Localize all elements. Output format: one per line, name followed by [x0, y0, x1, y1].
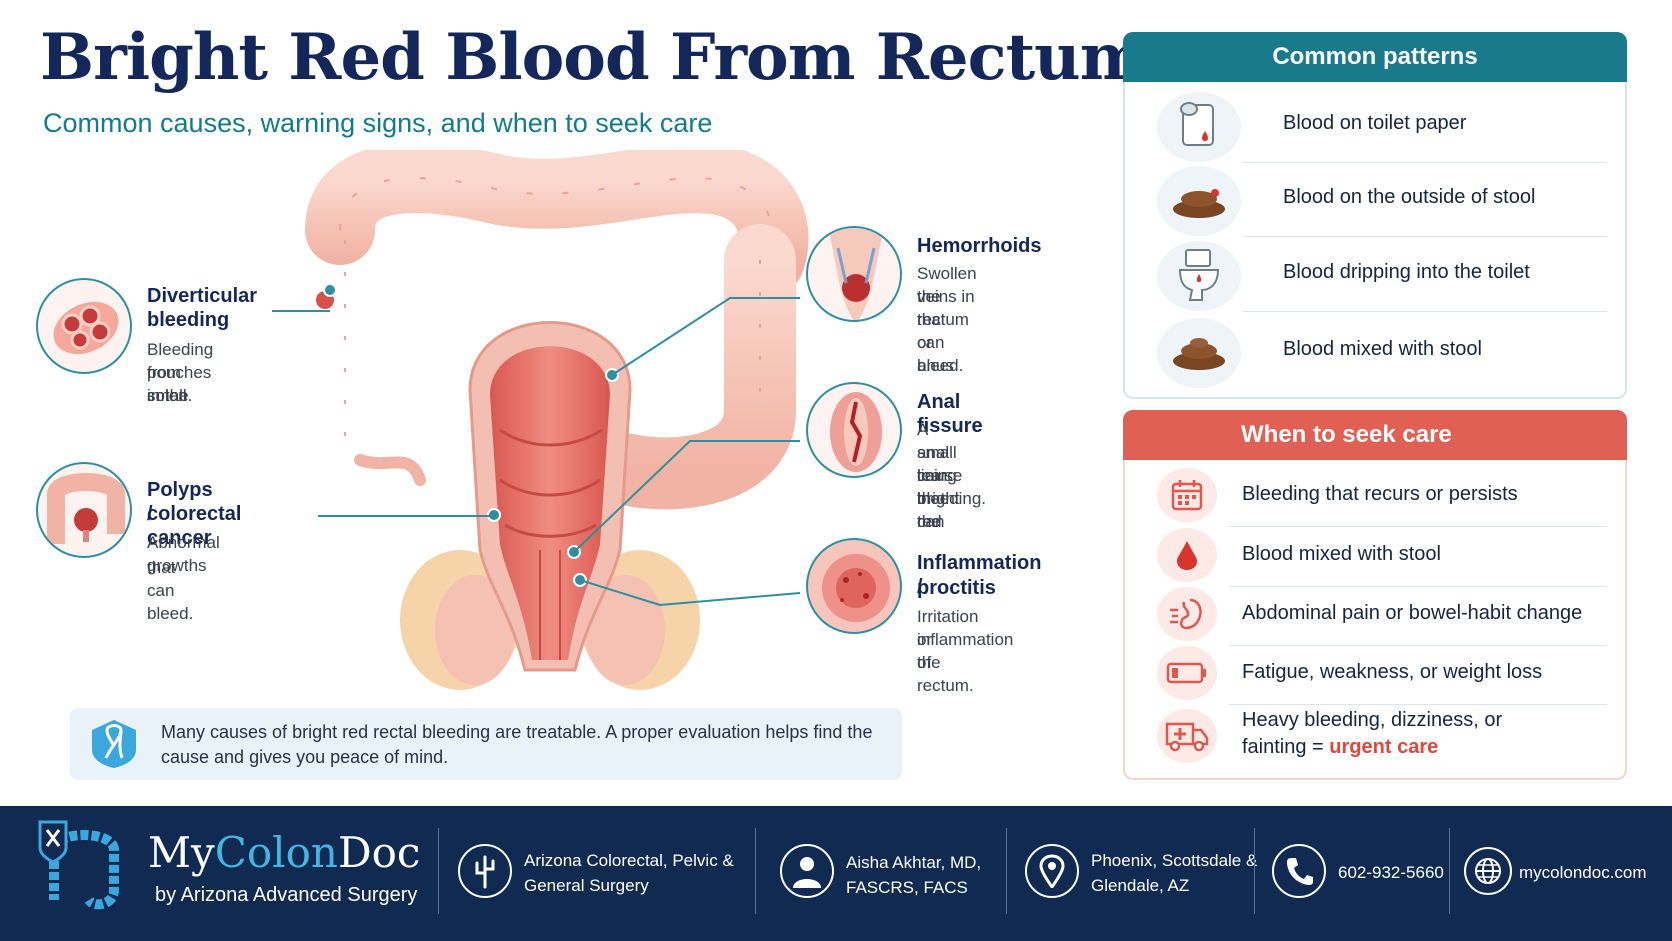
care-label: Abdominal pain or bowel-habit change	[1242, 602, 1583, 624]
reassurance-text: Many causes of bright red rectal bleedin…	[161, 722, 873, 767]
stool-icon	[1157, 318, 1241, 388]
inflammation-desc-1: Irritation or	[917, 607, 979, 649]
care-row: Fatigue, weakness, or weight loss	[1125, 646, 1625, 705]
diverticular-desc-1: Bleeding from small	[147, 340, 214, 405]
phone-icon	[1272, 844, 1326, 898]
care-row-urgent: Heavy bleeding, dizziness, or fainting =…	[1125, 705, 1625, 771]
polyps-desc-1: Abnormal growths	[147, 533, 220, 575]
polyps-title-2: colorectal cancer	[147, 503, 242, 549]
inflammation-title-2: proctitis	[917, 577, 996, 599]
practice-line-2: General Surgery	[524, 876, 649, 895]
awareness-ribbon-icon	[92, 720, 136, 768]
care-urgent-line-2: fainting = urgent care	[1242, 736, 1438, 759]
location-line-2: Glendale, AZ	[1091, 876, 1190, 895]
page-title: Bright Red Blood From Rectum	[40, 20, 1147, 95]
fissure-title: Anal fissure	[917, 391, 983, 437]
stool-blood-icon	[1157, 166, 1241, 236]
diverticular-title-2: bleeding	[147, 309, 230, 331]
diverticular-desc-2: pouches in the	[147, 363, 212, 405]
colon-logo-icon	[38, 820, 119, 910]
inflammation-circle-image	[806, 538, 902, 634]
location-line-1: Phoenix, Scottsdale &	[1091, 851, 1258, 870]
seek-care-heading: When to seek care	[1123, 410, 1627, 460]
doctor-line-2: FASCRS, FACS	[846, 878, 968, 897]
pattern-row: Blood mixed with stool	[1125, 316, 1625, 388]
care-label: Bleeding that recurs or persists	[1242, 483, 1518, 505]
care-row: Abdominal pain or bowel-habit change	[1125, 587, 1625, 646]
practice-line-1: Arizona Colorectal, Pelvic &	[524, 851, 734, 870]
fissure-circle-image	[806, 382, 902, 478]
hemorrhoids-desc-3: that can bleed.	[917, 310, 964, 375]
care-label: Blood mixed with stool	[1242, 543, 1441, 565]
location-pin-icon	[1025, 844, 1079, 898]
blood-drop-icon	[1157, 528, 1217, 582]
common-patterns-heading: Common patterns	[1123, 32, 1627, 82]
diverticular-desc-3: colon.	[147, 386, 193, 405]
inflammation-title-1: Inflammation /	[917, 552, 1042, 598]
care-urgent-line-1: Heavy bleeding, dizziness, or	[1242, 709, 1503, 731]
hemorrhoids-title: Hemorrhoids	[917, 235, 1042, 257]
hemorrhoids-desc-2: the rectum or anus	[917, 287, 969, 375]
pattern-row: Blood dripping into the toilet	[1125, 239, 1625, 312]
hemorrhoids-desc-1: Swollen veins in	[917, 264, 977, 306]
colon-rectum-illustration	[305, 150, 809, 690]
brand-tagline: by Arizona Advanced Surgery	[155, 884, 418, 906]
inflammation-desc-2: inflammation of	[917, 630, 1014, 672]
fissure-desc-2: anal lining that can	[917, 443, 957, 531]
polyp-circle-image	[36, 462, 132, 558]
pattern-label: Blood on the outside of stool	[1283, 186, 1536, 208]
footer-bar: MyColonDoc by Arizona Advanced Surgery A…	[0, 806, 1672, 941]
toilet-paper-icon	[1157, 92, 1241, 162]
cactus-icon	[458, 844, 512, 898]
hemorrhoid-circle-image	[806, 226, 902, 322]
phone-number[interactable]: 602-932-5660	[1338, 863, 1444, 882]
polyps-title-1: Polyps /	[147, 479, 213, 525]
care-row: Bleeding that recurs or persists	[1125, 468, 1625, 527]
diverticular-title-1: Diverticular	[147, 285, 258, 307]
globe-icon	[1464, 847, 1512, 895]
reassurance-note: Many causes of bright red rectal bleedin…	[70, 708, 902, 780]
seek-care-panel: When to seek care Bleeding that recurs o…	[1123, 410, 1627, 780]
fissure-desc-1: A small tear in the	[917, 420, 957, 531]
low-battery-icon	[1157, 646, 1217, 700]
abdomen-icon	[1157, 587, 1217, 641]
pattern-label: Blood on toilet paper	[1283, 112, 1467, 134]
page-subtitle: Common causes, warning signs, and when t…	[43, 108, 713, 138]
fissure-desc-3: cause bright red	[917, 466, 963, 531]
pattern-label: Blood mixed with stool	[1283, 338, 1482, 360]
care-row: Blood mixed with stool	[1125, 528, 1625, 587]
ambulance-icon	[1157, 709, 1217, 763]
brand-wordmark: MyColonDoc	[148, 828, 421, 877]
doctor-icon	[780, 844, 834, 898]
polyps-desc-2: that can bleed.	[147, 558, 194, 623]
doctor-line-1: Aisha Akhtar, MD,	[846, 853, 982, 872]
toilet-icon	[1157, 241, 1241, 311]
fissure-desc-4: bleeding.	[917, 489, 987, 508]
pattern-row: Blood on toilet paper	[1125, 90, 1625, 163]
common-patterns-panel: Common patterns Blood on toilet paper Bl…	[1123, 32, 1627, 399]
inflammation-desc-3: the rectum.	[917, 653, 974, 695]
calendar-icon	[1157, 468, 1217, 522]
care-urgent-prefix: fainting =	[1242, 736, 1330, 758]
pattern-row: Blood on the outside of stool	[1125, 164, 1625, 237]
pattern-label: Blood dripping into the toilet	[1283, 261, 1530, 283]
urgent-care-highlight: urgent care	[1329, 736, 1439, 758]
website-link[interactable]: mycolondoc.com	[1519, 863, 1647, 882]
care-label: Fatigue, weakness, or weight loss	[1242, 661, 1543, 683]
diverticula-circle-image	[36, 278, 132, 374]
